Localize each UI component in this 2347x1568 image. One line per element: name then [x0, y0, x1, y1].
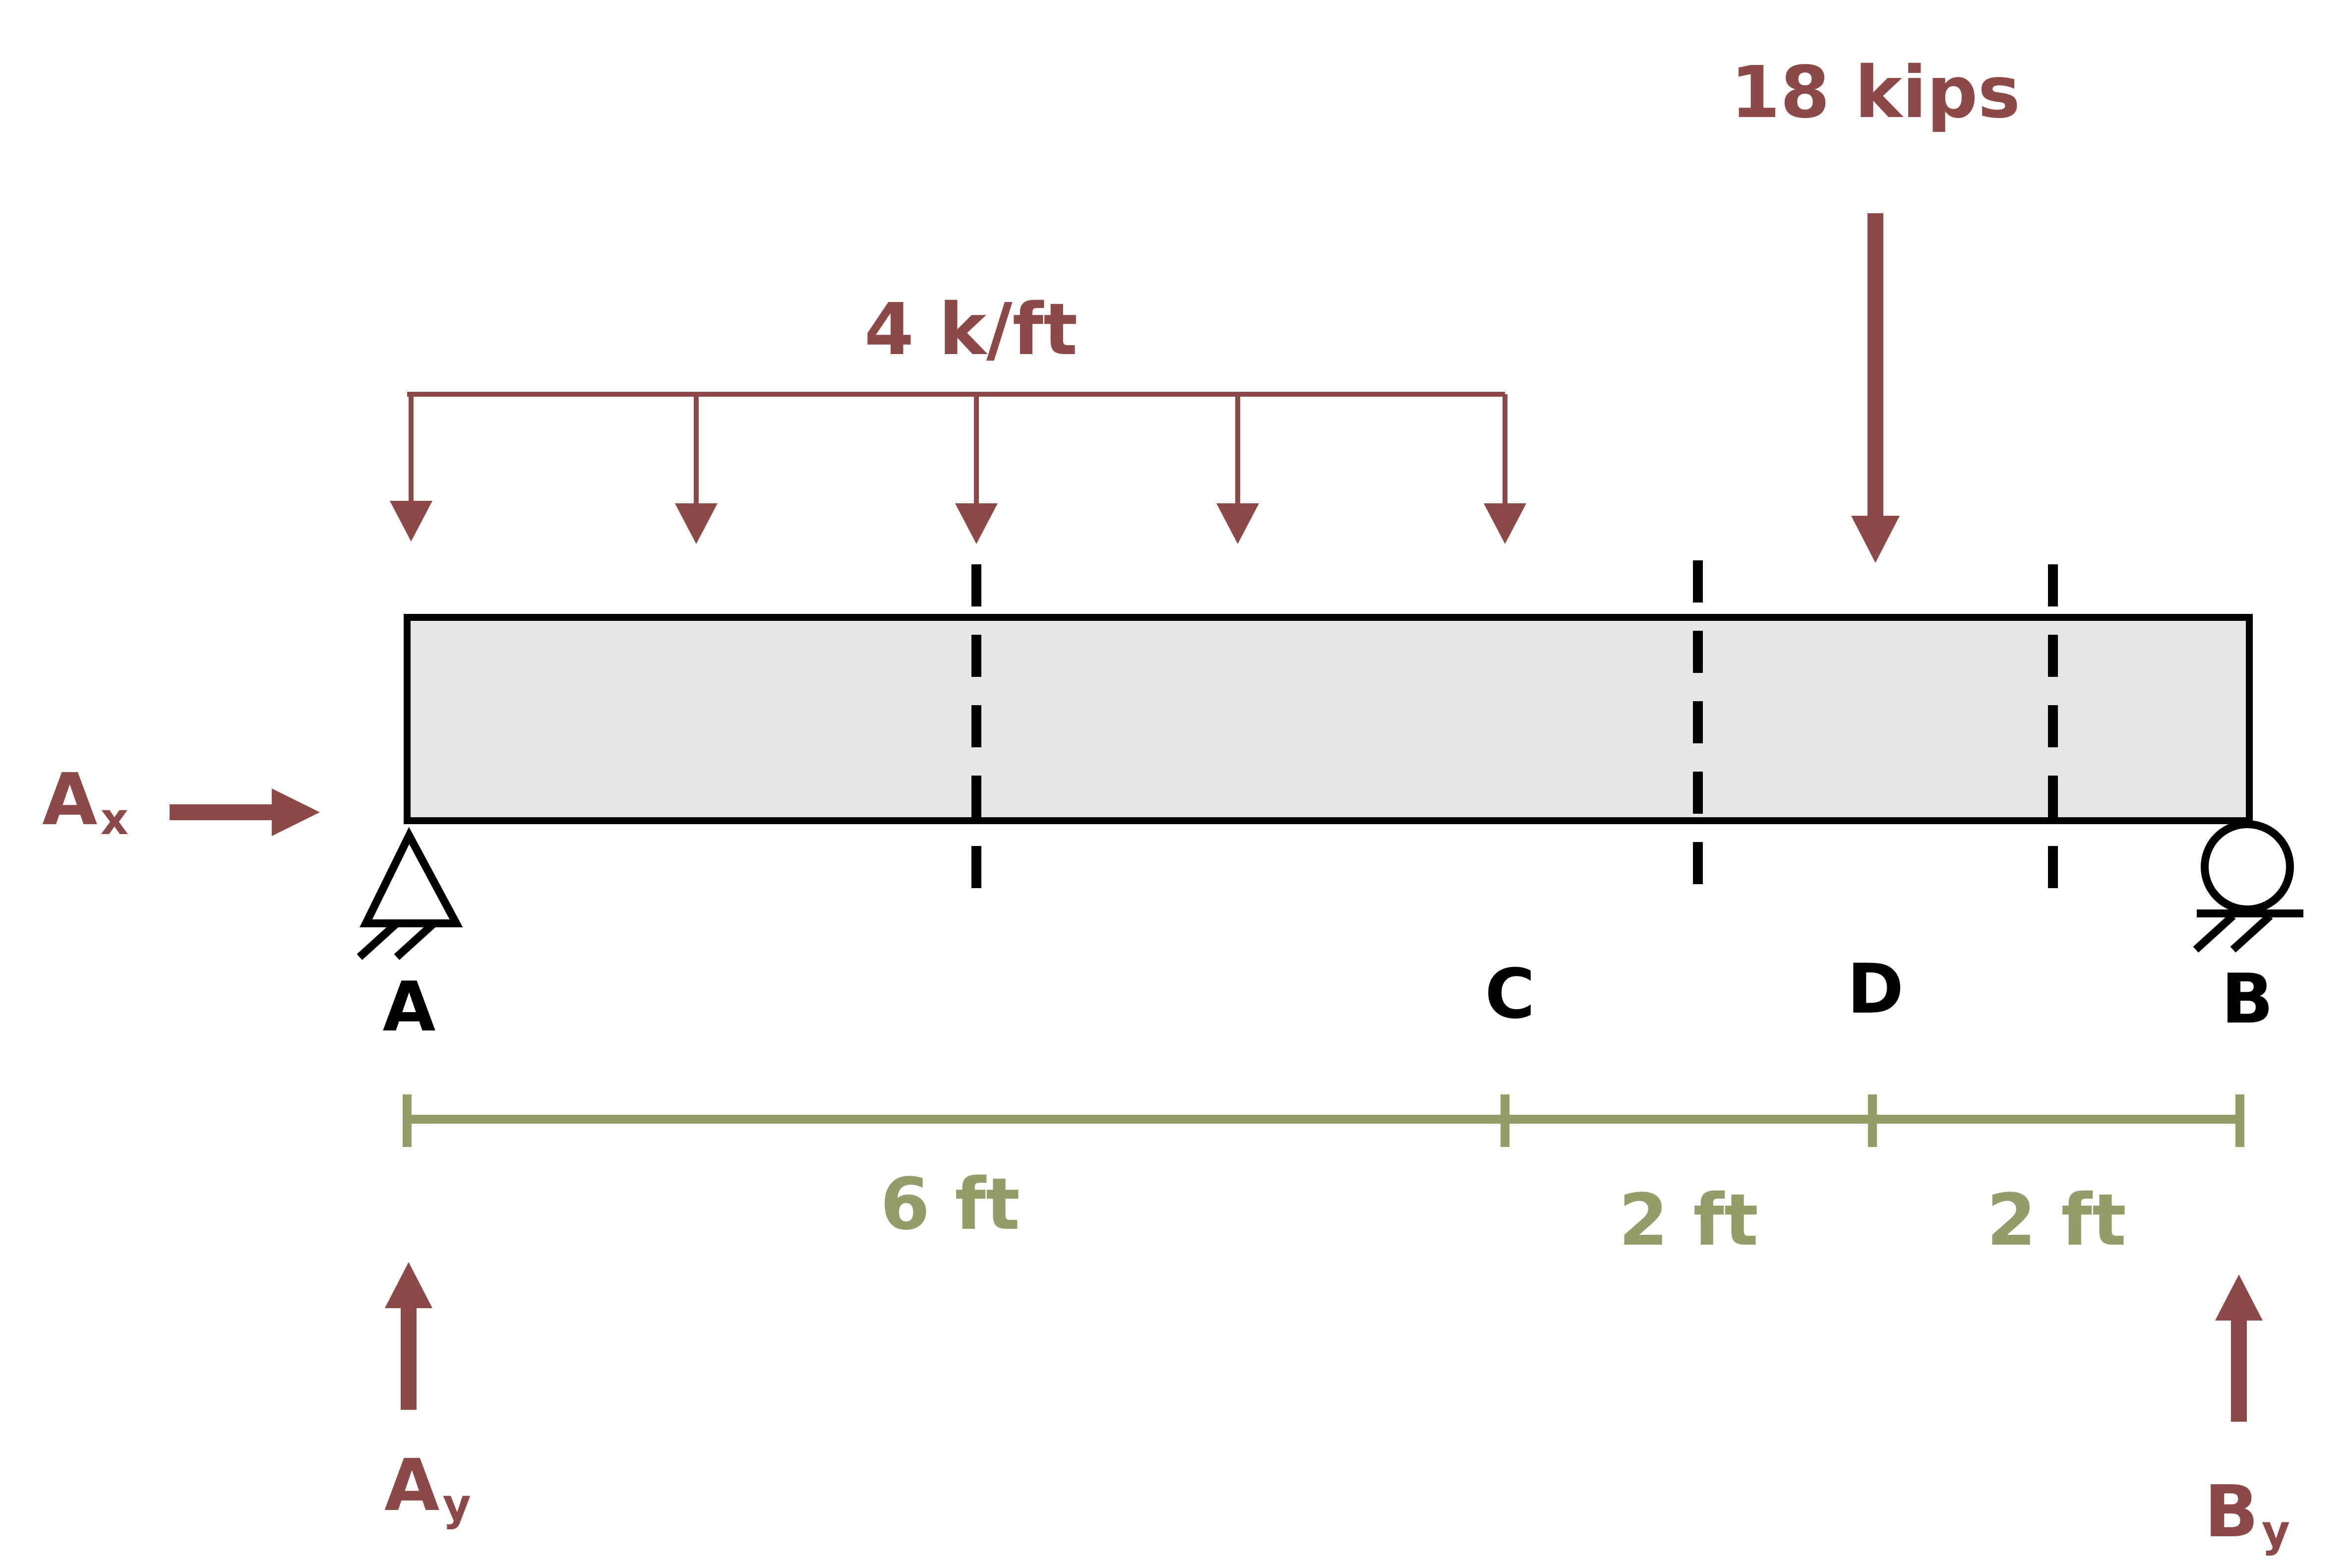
point-label-c: C [1485, 954, 1535, 1034]
distributed-load-arrow [955, 394, 998, 544]
point-label-b: B [2221, 959, 2273, 1039]
pin-support-icon [357, 827, 463, 960]
reaction-ay-arrow [385, 1262, 432, 1410]
distributed-load [390, 392, 1526, 544]
dimension-label-cd: 2 ft [1619, 1178, 1758, 1262]
distributed-load-label: 4 k/ft [864, 288, 1078, 371]
roller-support-icon [2193, 820, 2303, 953]
section-cuts [971, 560, 2058, 898]
beam [404, 614, 2253, 824]
reaction-by-label: By [2204, 1470, 2290, 1557]
distributed-load-arrow [390, 394, 432, 542]
distributed-load-arrow [1216, 394, 1259, 544]
reaction-ax-label: Ax [42, 758, 128, 844]
dimension-line [403, 1094, 2244, 1147]
reaction-ax-arrow [170, 788, 320, 836]
reaction-ay-label: Ay [384, 1444, 471, 1530]
point-label-a: A [383, 967, 436, 1047]
point-load-label: 18 kips [1731, 51, 2020, 134]
point-load-arrow [1851, 213, 1900, 563]
point-label-d: D [1847, 949, 1904, 1029]
dimension-label-db: 2 ft [1986, 1178, 2126, 1262]
distributed-load-arrow [1484, 394, 1526, 544]
dimension-label-ac: 6 ft [880, 1162, 1020, 1246]
distributed-load-arrow [675, 394, 718, 544]
reaction-by-arrow [2215, 1274, 2263, 1422]
